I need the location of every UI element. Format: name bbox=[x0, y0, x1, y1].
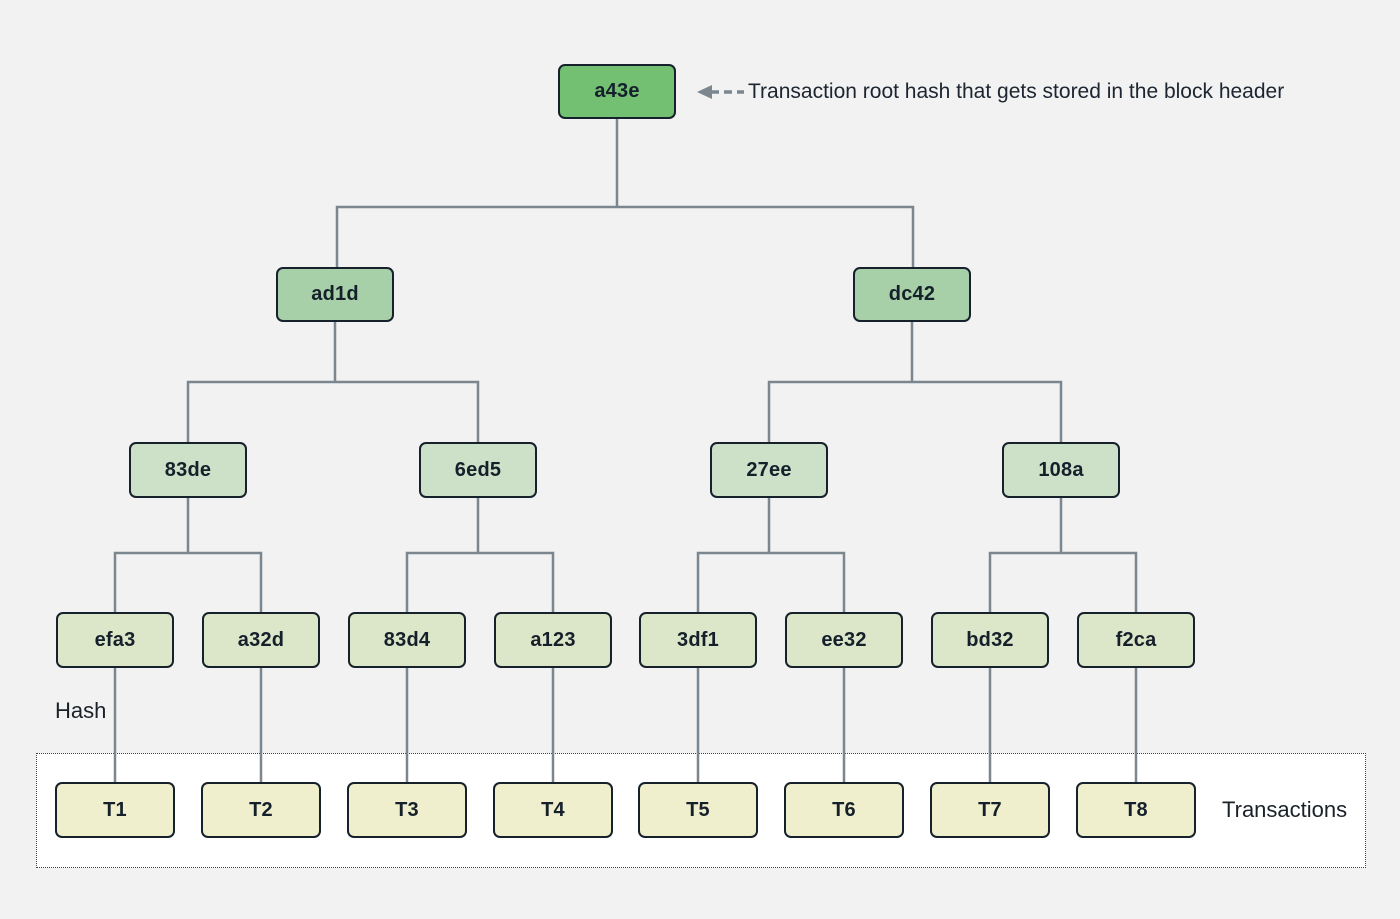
hash-node-a123: a123 bbox=[494, 612, 612, 668]
transaction-node-t4: T4 bbox=[493, 782, 613, 838]
hash-node-27ee: 27ee bbox=[710, 442, 828, 498]
transaction-node-t5: T5 bbox=[638, 782, 758, 838]
transaction-node-t6: T6 bbox=[784, 782, 904, 838]
transaction-node-t1: T1 bbox=[55, 782, 175, 838]
hash-node-efa3: efa3 bbox=[56, 612, 174, 668]
hash-node-f2ca: f2ca bbox=[1077, 612, 1195, 668]
hash-node-3df1: 3df1 bbox=[639, 612, 757, 668]
root-hash-annotation: Transaction root hash that gets stored i… bbox=[748, 80, 1285, 103]
hash-node-83d4: 83d4 bbox=[348, 612, 466, 668]
transaction-node-t7: T7 bbox=[930, 782, 1050, 838]
hash-node-dc42: dc42 bbox=[853, 267, 971, 322]
annotation-arrow-icon bbox=[697, 85, 744, 99]
hash-node-ad1d: ad1d bbox=[276, 267, 394, 322]
root-hash-node: a43e bbox=[558, 64, 676, 119]
hash-node-108a: 108a bbox=[1002, 442, 1120, 498]
transaction-node-t8: T8 bbox=[1076, 782, 1196, 838]
hash-row-label: Hash bbox=[55, 698, 107, 723]
hash-node-bd32: bd32 bbox=[931, 612, 1049, 668]
hash-node-6ed5: 6ed5 bbox=[419, 442, 537, 498]
hash-node-a32d: a32d bbox=[202, 612, 320, 668]
transactions-row-label: Transactions bbox=[1222, 797, 1348, 822]
transaction-node-t3: T3 bbox=[347, 782, 467, 838]
transaction-node-t2: T2 bbox=[201, 782, 321, 838]
hash-node-ee32: ee32 bbox=[785, 612, 903, 668]
hash-node-83de: 83de bbox=[129, 442, 247, 498]
